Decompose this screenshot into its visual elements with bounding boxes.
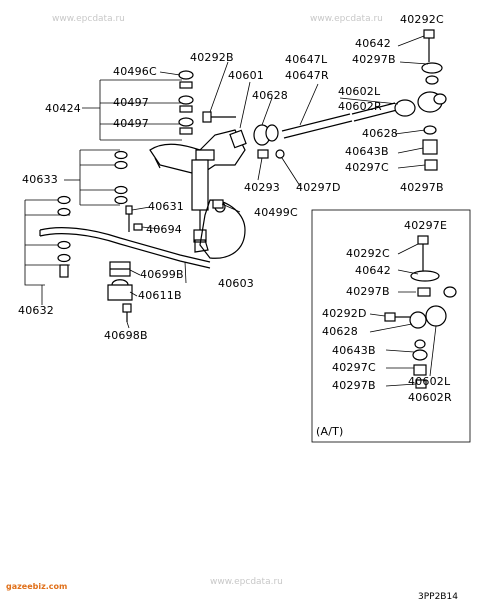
stabilizer-bar-40603 [39, 227, 211, 269]
inset-label-40297C: 40297C [332, 361, 376, 374]
part-label-40292B: 40292B [190, 51, 234, 64]
part-label-40497-b: 40497 [113, 117, 149, 130]
part-label-40292C: 40292C [400, 13, 444, 26]
rod-40647 [281, 102, 398, 139]
bushing-40699B [109, 261, 131, 277]
part-label-40297C: 40297C [345, 161, 389, 174]
inset-label-40642: 40642 [355, 264, 391, 277]
inset-label-40643B: 40643B [332, 344, 376, 357]
inset-label-40292C: 40292C [346, 247, 390, 260]
part-label-40293: 40293 [244, 181, 280, 194]
part-label-40642: 40642 [355, 37, 391, 50]
part-label-40699B: 40699B [140, 268, 184, 281]
part-label-40602L: 40602L [338, 85, 381, 98]
part-label-40628-b: 40628 [362, 127, 398, 140]
bushing-stack-low [57, 195, 71, 278]
part-label-40602R: 40602R [338, 100, 382, 113]
inset-label-40292D: 40292D [322, 307, 367, 320]
part-label-40633: 40633 [22, 173, 58, 186]
part-label-40297D: 40297D [296, 181, 341, 194]
part-label-40499C: 40499C [254, 206, 298, 219]
part-label-40632: 40632 [18, 304, 54, 317]
inset-label-40602R: 40602R [408, 391, 452, 404]
inset-label-40602L: 40602L [408, 375, 451, 388]
part-label-40297B-top: 40297B [352, 53, 396, 66]
part-label-40603: 40603 [218, 277, 254, 290]
part-label-40647R: 40647R [285, 69, 329, 82]
inset-caption: (A/T) [316, 425, 344, 438]
inset-label-40297B: 40297B [346, 285, 390, 298]
part-label-40628: 40628 [252, 89, 288, 102]
inset-parts [384, 235, 457, 389]
part-label-40694: 40694 [146, 223, 182, 236]
part-label-40601: 40601 [228, 69, 264, 82]
end-40602 [394, 91, 447, 117]
inset-label-40297E: 40297E [404, 219, 448, 232]
link-40601 [229, 124, 279, 149]
inset-label-40628: 40628 [322, 325, 358, 338]
part-label-40297B-right: 40297B [400, 181, 444, 194]
part-label-40698B: 40698B [104, 329, 148, 342]
nut-40293 [257, 149, 285, 159]
part-label-40496C: 40496C [113, 65, 157, 78]
bushing-40643B [422, 125, 438, 171]
watermark-bottom: www.epcdata.ru [210, 577, 283, 587]
bracket-40424 [82, 79, 182, 141]
site-logo: gazeebiz.com [6, 582, 68, 591]
bolt-40698B [122, 303, 132, 322]
bushing-stack-mid [114, 150, 128, 205]
bolt-40292B [202, 111, 236, 123]
strut-40631 [191, 159, 209, 243]
leaders [126, 35, 429, 329]
inset-frame [311, 209, 471, 443]
part-label-40497-a: 40497 [113, 96, 149, 109]
part-label-40647L: 40647L [285, 53, 328, 66]
washer-40499C [212, 199, 224, 209]
inset-label-40297B-2: 40297B [332, 379, 376, 392]
bracket-40633 [64, 149, 120, 206]
watermark-top-left: www.epcdata.ru [52, 14, 125, 24]
part-label-40611B: 40611B [138, 289, 182, 302]
part-label-40631: 40631 [148, 200, 184, 213]
part-label-40424: 40424 [45, 102, 81, 115]
part-label-40643B: 40643B [345, 145, 389, 158]
bracket-40611B [107, 279, 133, 301]
figure-code: 3PP2B14 [418, 592, 458, 602]
bolt-40292C [421, 29, 443, 85]
watermark-top-right: www.epcdata.ru [310, 14, 383, 24]
inset-leaders [369, 243, 437, 387]
bushing-stack-top [178, 70, 194, 135]
